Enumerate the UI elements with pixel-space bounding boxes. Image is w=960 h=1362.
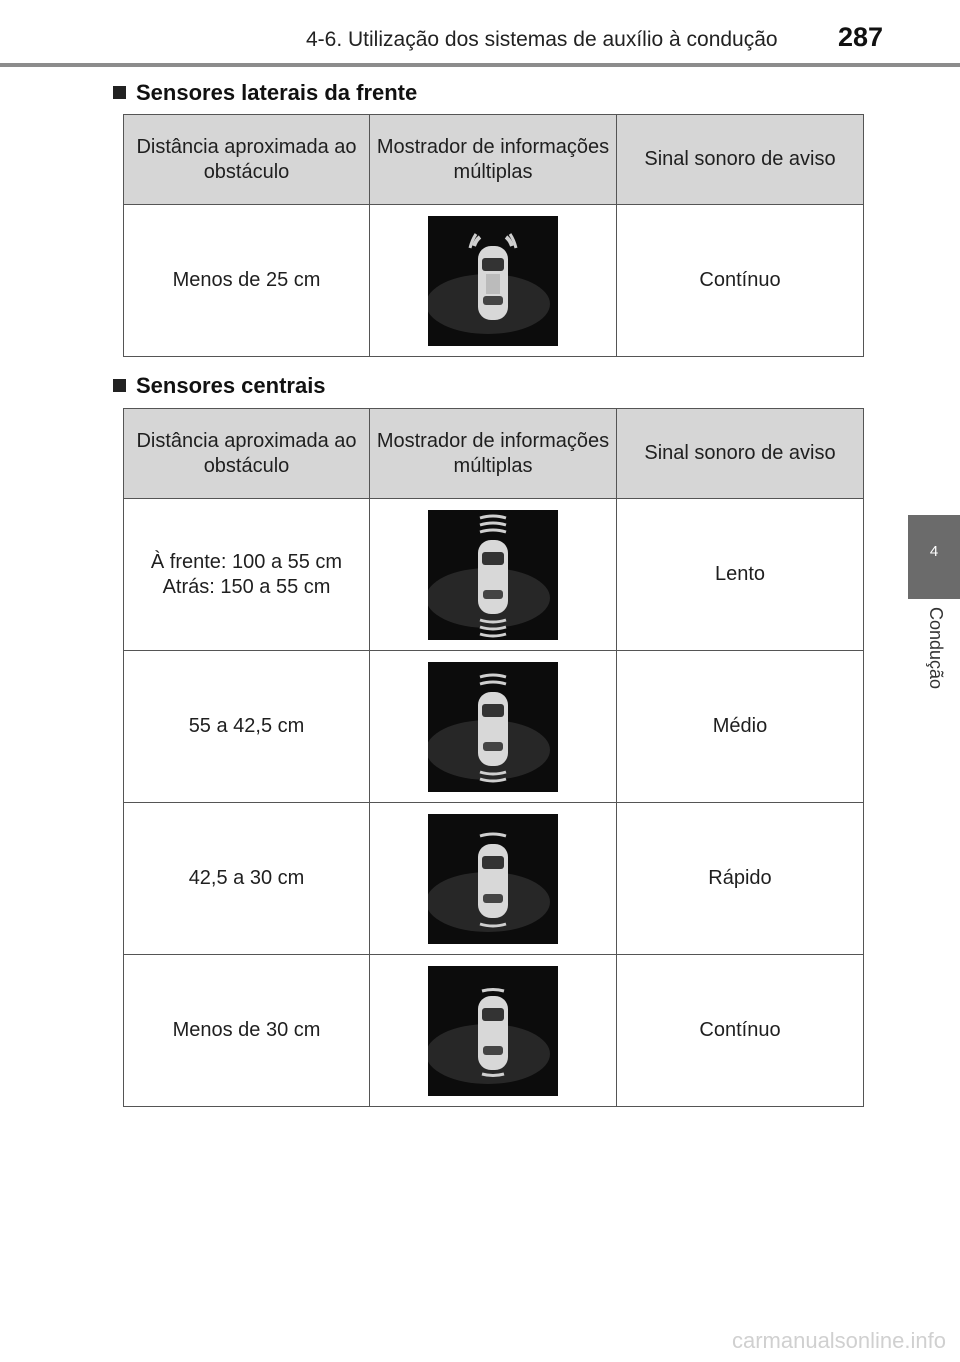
display-cell [369, 954, 617, 1107]
section-heading-front-side: Sensores laterais da frente [113, 80, 417, 106]
bullet-square-icon [113, 379, 126, 392]
display-cell [369, 802, 617, 955]
distance-cell: Menos de 25 cm [123, 204, 370, 357]
distance-cell: Menos de 30 cm [123, 954, 370, 1107]
distance-cell: 55 a 42,5 cm [123, 650, 370, 803]
center-sensor-near-display-image [428, 813, 558, 944]
table-row: Menos de 25 cm Contínuo [123, 204, 864, 357]
section-heading-text: Sensores centrais [136, 373, 326, 398]
chapter-tab: 4 [908, 515, 960, 599]
distance-cell: 42,5 a 30 cm [123, 802, 370, 955]
col-header-signal: Sinal sonoro de aviso [616, 114, 864, 205]
signal-cell: Médio [616, 650, 864, 803]
center-sensor-far-display-image [428, 509, 558, 640]
table-row: À frente: 100 a 55 cm Atrás: 150 a 55 cm… [123, 498, 864, 651]
center-sensor-table: Distância aproximada ao obstáculo Mostra… [123, 408, 864, 1107]
signal-cell: Rápido [616, 802, 864, 955]
display-cell [369, 650, 617, 803]
col-header-distance: Distância aproximada ao obstáculo [123, 114, 370, 205]
car-icon [478, 245, 508, 320]
watermark: carmanualsonline.info [731, 1328, 946, 1353]
col-header-display: Mostrador de informações múltiplas [369, 408, 617, 499]
col-header-signal: Sinal sonoro de aviso [616, 408, 864, 499]
front-side-sensor-table: Distância aproximada ao obstáculo Mostra… [123, 114, 864, 357]
running-header: 4-6. Utilização dos sistemas de auxílio … [306, 28, 778, 51]
section-heading-text: Sensores laterais da frente [136, 80, 418, 105]
signal-cell: Contínuo [616, 954, 864, 1107]
table-row: 42,5 a 30 cm Rápido [123, 802, 864, 955]
chapter-label: Condução [926, 606, 946, 690]
section-heading-center: Sensores centrais [113, 373, 326, 399]
bullet-square-icon [113, 86, 126, 99]
table-header-row: Distância aproximada ao obstáculo Mostra… [123, 408, 864, 499]
center-sensor-medium-display-image [428, 661, 558, 792]
col-header-display: Mostrador de informações múltiplas [369, 114, 617, 205]
distance-cell: À frente: 100 a 55 cm Atrás: 150 a 55 cm [123, 498, 370, 651]
signal-cell: Lento [616, 498, 864, 651]
header-rule [0, 63, 960, 67]
display-cell [369, 498, 617, 651]
center-sensor-closest-display-image [428, 965, 558, 1096]
table-row: Menos de 30 cm Contínuo [123, 954, 864, 1107]
signal-cell: Contínuo [616, 204, 864, 357]
front-corner-sensor-display-image [428, 215, 558, 346]
display-cell [369, 204, 617, 357]
table-header-row: Distância aproximada ao obstáculo Mostra… [123, 114, 864, 205]
page-number: 287 [838, 22, 884, 52]
col-header-distance: Distância aproximada ao obstáculo [123, 408, 370, 499]
table-row: 55 a 42,5 cm Médio [123, 650, 864, 803]
